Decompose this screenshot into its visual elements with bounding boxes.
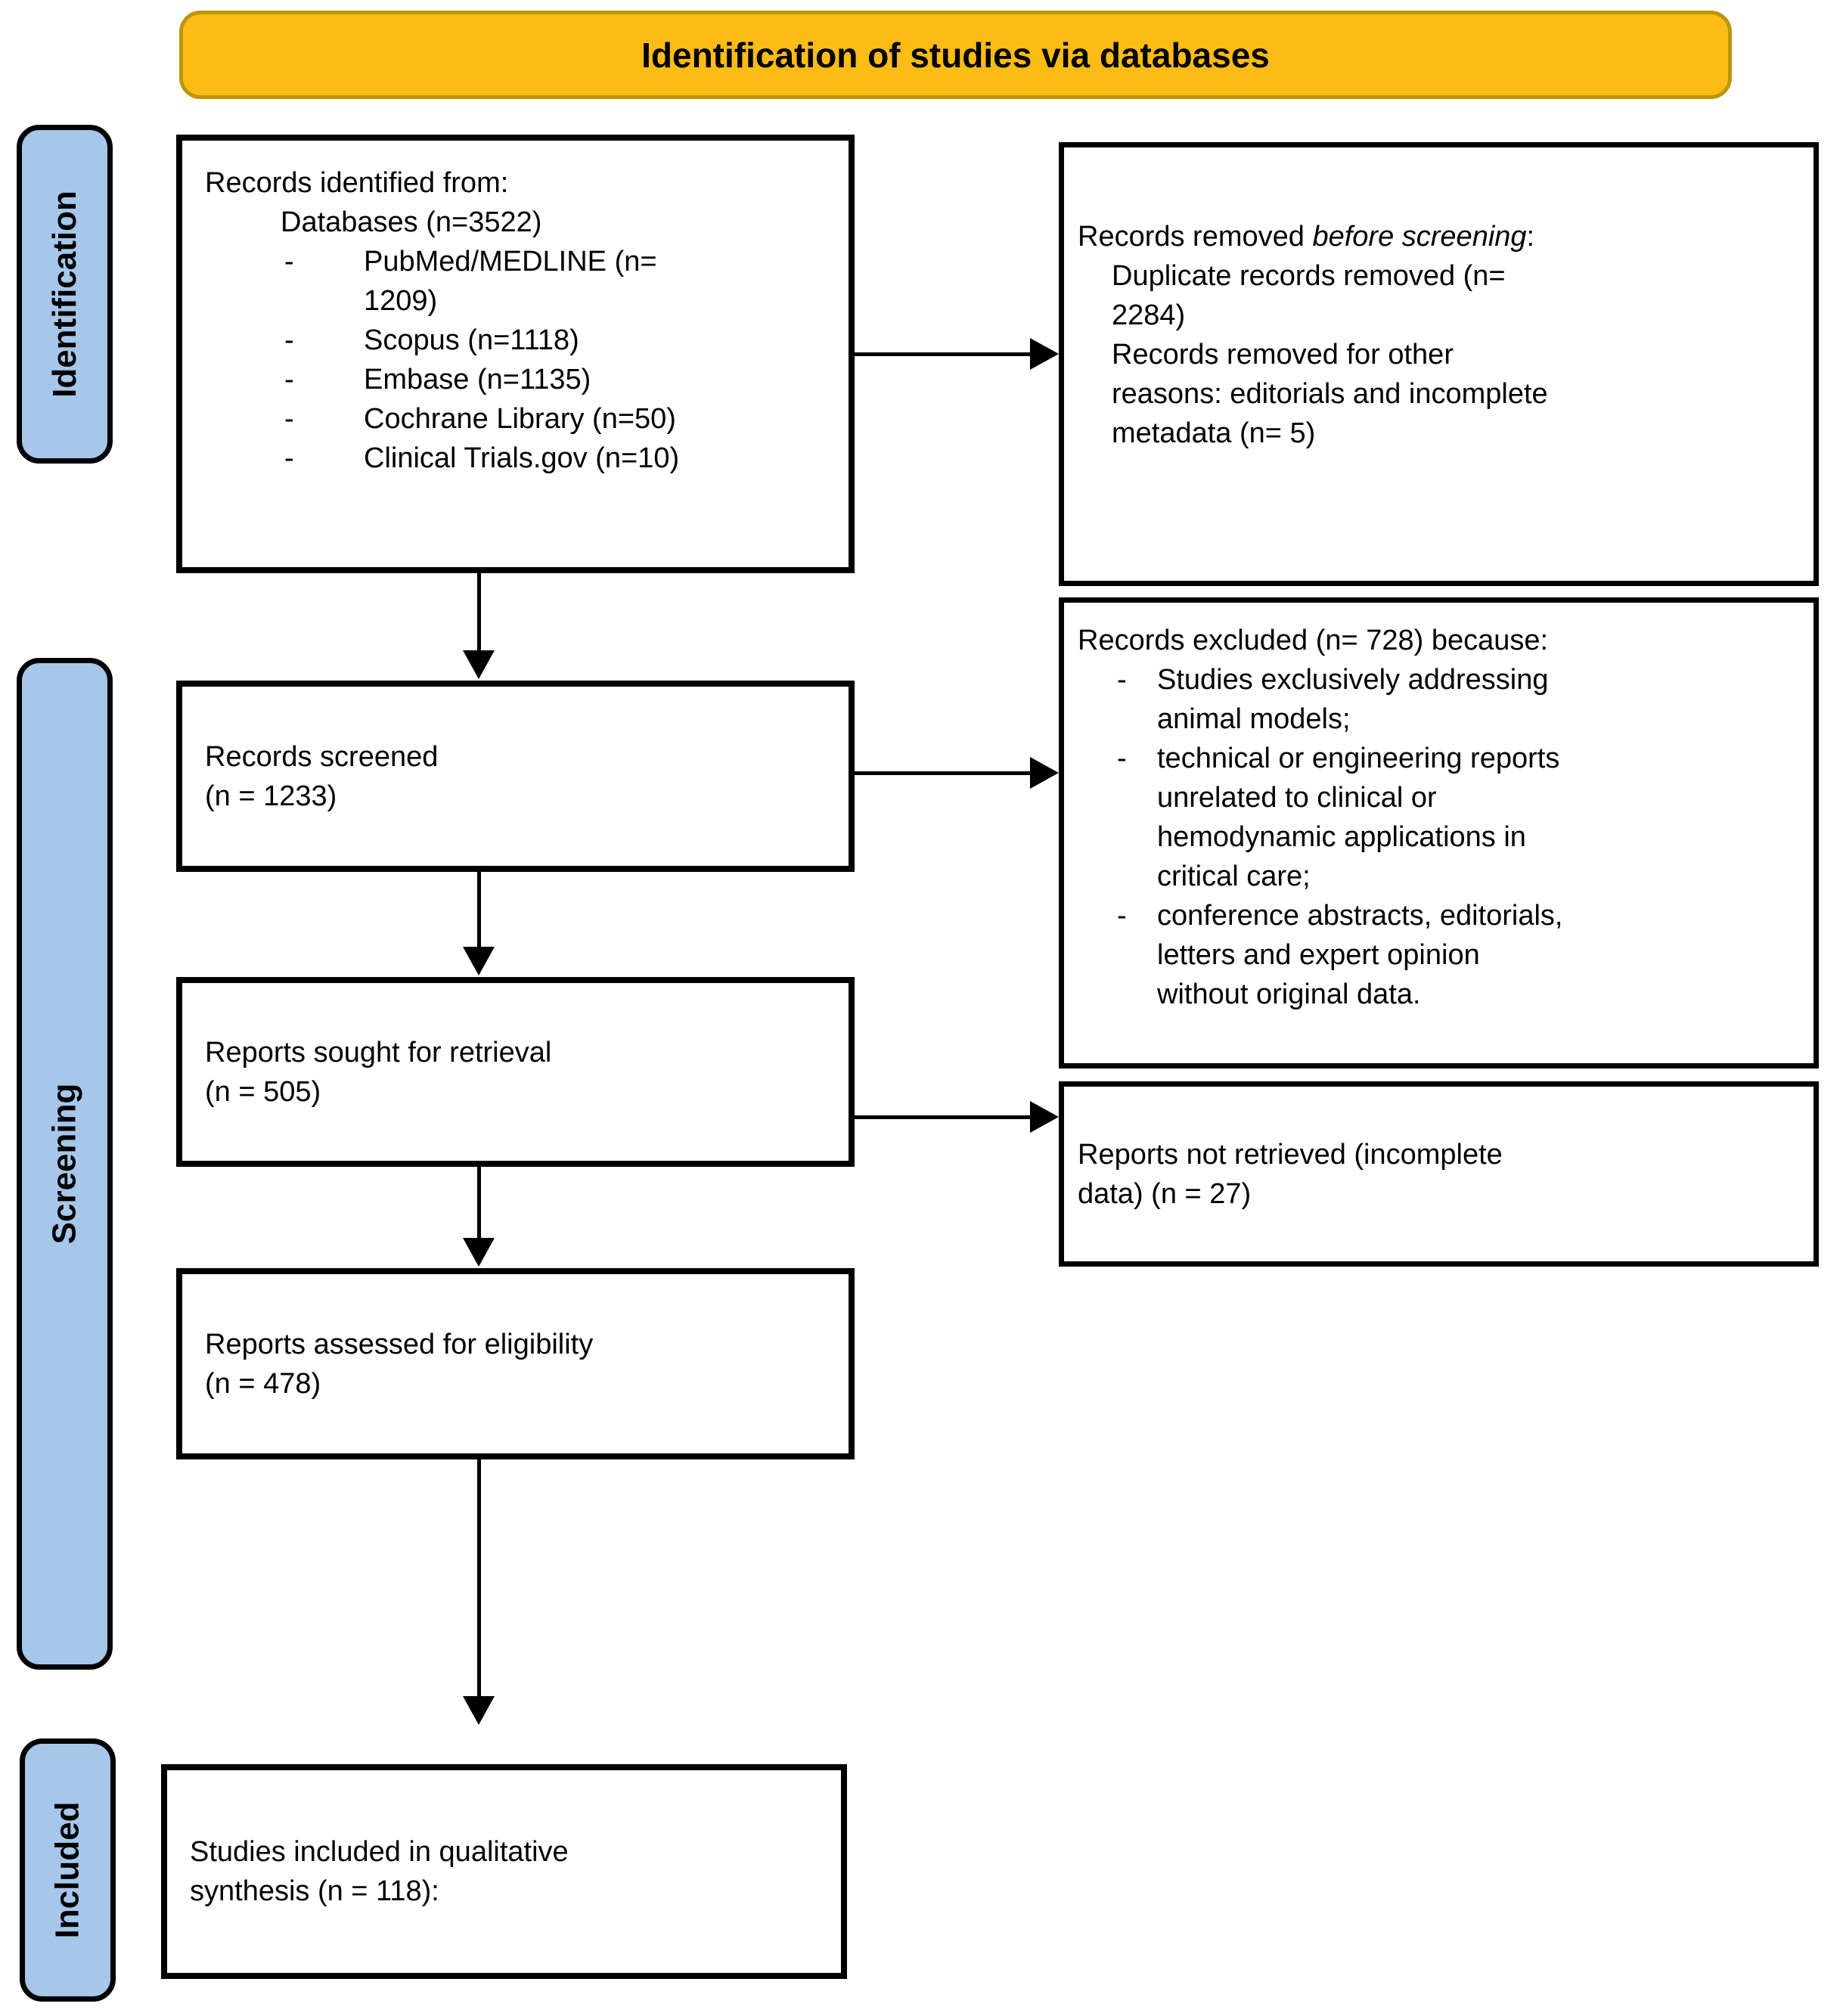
- arrowhead-down-icon: [463, 1696, 495, 1725]
- list-item: - Cochrane Library (n=50): [284, 399, 833, 439]
- arrow-line: [855, 1115, 1030, 1119]
- reports-not-retrieved-text: Reports not retrieved (incomplete data) …: [1078, 1138, 1503, 1210]
- bullet-dash: -: [284, 246, 294, 278]
- box-records-screened: Records screened (n = 1233): [176, 681, 855, 872]
- reports-assessed-text: Reports assessed for eligibility (n = 47…: [205, 1328, 594, 1400]
- list-item-text: PubMed/MEDLINE (n= 1209): [364, 246, 657, 317]
- list-item: - Studies exclusively addressing animal …: [1117, 660, 1802, 739]
- records-removed-title-suffix: :: [1526, 221, 1535, 253]
- list-item: - Embase (n=1135): [284, 360, 833, 399]
- box-reports-assessed: Reports assessed for eligibility (n = 47…: [176, 1268, 855, 1459]
- bullet-dash: -: [284, 324, 294, 356]
- banner-identification-of-studies: Identification of studies via databases: [179, 11, 1732, 99]
- list-item-text: Embase (n=1135): [364, 364, 591, 395]
- records-identified-subtitle: Databases (n=3522): [281, 206, 542, 238]
- bullet-dash: -: [1117, 900, 1127, 932]
- arrow-line: [855, 352, 1030, 356]
- arrowhead-right-icon: [1030, 1101, 1059, 1133]
- records-removed-title: Records removed before screening:: [1078, 217, 1798, 256]
- list-item: - Scopus (n=1118): [284, 321, 833, 360]
- stage-identification: Identification: [17, 125, 113, 464]
- box-reports-not-retrieved: Reports not retrieved (incomplete data) …: [1059, 1081, 1819, 1267]
- arrowhead-down-icon: [463, 947, 495, 975]
- list-item-text: Scopus (n=1118): [364, 324, 579, 356]
- list-item-text: Clinical Trials.gov (n=10): [364, 442, 680, 474]
- box-records-identified: Records identified from: Databases (n=35…: [176, 135, 855, 573]
- box-studies-included: Studies included in qualitative synthesi…: [161, 1764, 847, 1979]
- bullet-dash: -: [284, 442, 294, 474]
- list-item: - PubMed/MEDLINE (n= 1209): [284, 242, 833, 321]
- records-screened-text: Records screened (n = 1233): [205, 740, 439, 812]
- records-identified-title: Records identified from:: [205, 167, 509, 199]
- list-item-text: Studies exclusively addressing animal mo…: [1157, 664, 1549, 735]
- arrow-line: [477, 1459, 481, 1697]
- bullet-dash: -: [1117, 743, 1127, 774]
- arrow-line: [477, 1167, 481, 1239]
- reports-sought-text: Reports sought for retrieval (n = 505): [205, 1036, 552, 1108]
- arrow-line: [855, 771, 1030, 775]
- bullet-dash: -: [1117, 664, 1127, 696]
- arrowhead-right-icon: [1030, 757, 1059, 789]
- list-item: - conference abstracts, editorials, lett…: [1117, 896, 1802, 1014]
- box-records-excluded: Records excluded (n= 728) because: - Stu…: [1059, 597, 1819, 1068]
- list-item-text: conference abstracts, editorials, letter…: [1157, 900, 1563, 1010]
- records-removed-title-italic: before screening: [1312, 221, 1527, 253]
- arrowhead-down-icon: [463, 650, 495, 679]
- stage-screening-label: Screening: [45, 1083, 83, 1245]
- records-removed-item: Records removed for other reasons: edito…: [1112, 339, 1548, 449]
- stage-screening: Screening: [17, 658, 113, 1670]
- bullet-dash: -: [284, 364, 294, 395]
- records-removed-title-prefix: Records removed: [1078, 221, 1313, 253]
- records-excluded-title: Records excluded (n= 728) because:: [1078, 625, 1549, 656]
- list-item: - Clinical Trials.gov (n=10): [284, 439, 833, 478]
- arrowhead-down-icon: [463, 1238, 495, 1267]
- list-item-text: Cochrane Library (n=50): [364, 403, 676, 435]
- stage-identification-label: Identification: [45, 191, 83, 398]
- studies-included-text: Studies included in qualitative synthesi…: [190, 1836, 569, 1907]
- records-removed-item: Duplicate records removed (n= 2284): [1112, 260, 1506, 331]
- list-item: - technical or engineering reports unrel…: [1117, 739, 1802, 896]
- stage-included: Included: [20, 1738, 116, 2002]
- box-reports-sought: Reports sought for retrieval (n = 505): [176, 977, 855, 1167]
- arrow-line: [477, 573, 481, 650]
- stage-included-label: Included: [48, 1801, 86, 1939]
- arrowhead-right-icon: [1030, 338, 1059, 370]
- arrow-line: [477, 872, 481, 948]
- banner-title: Identification of studies via databases: [641, 35, 1270, 75]
- list-item-text: technical or engineering reports unrelat…: [1157, 743, 1560, 892]
- box-records-removed: Records removed before screening: Duplic…: [1059, 142, 1819, 586]
- bullet-dash: -: [284, 403, 294, 435]
